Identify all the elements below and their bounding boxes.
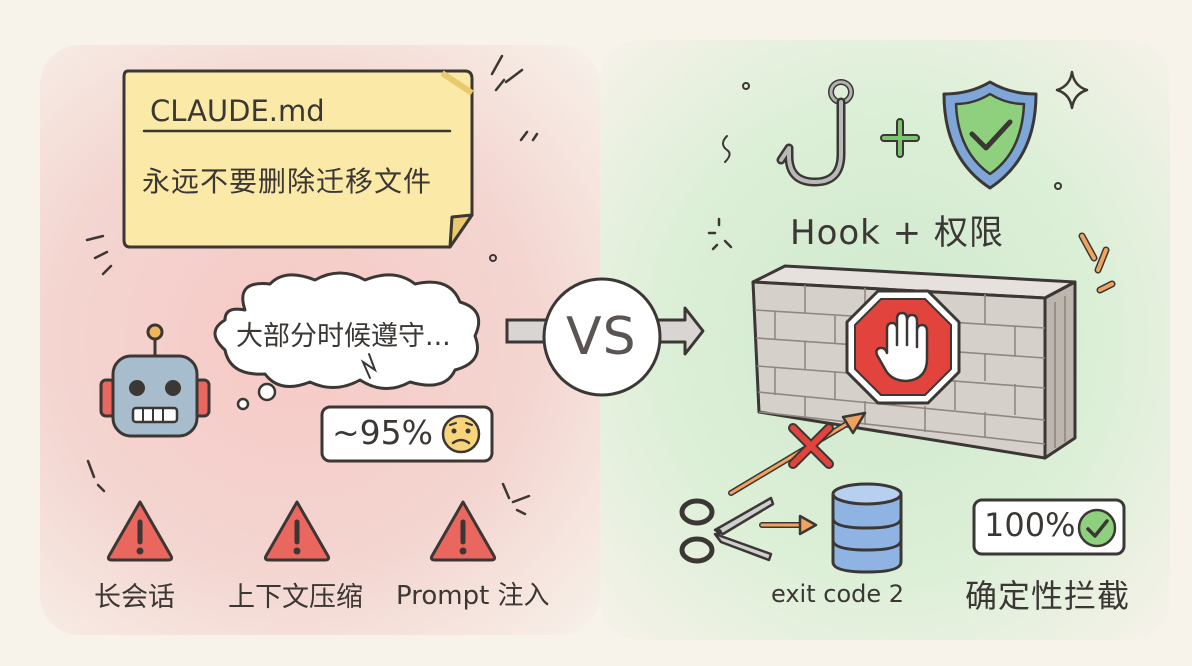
warning-icon bbox=[106, 500, 174, 562]
warning-label-long-session: 长会话 bbox=[94, 582, 175, 613]
sparkle-star-icon bbox=[1055, 70, 1089, 110]
spark-dot-icon bbox=[722, 135, 731, 163]
warning-icon bbox=[263, 500, 331, 562]
scissors-icon bbox=[679, 496, 775, 564]
spark-dot-icon bbox=[519, 130, 539, 142]
spark-marks-icon bbox=[86, 459, 106, 493]
result-label: 确定性拦截 bbox=[965, 577, 1131, 615]
percent-badge-left: ~95% bbox=[332, 413, 433, 452]
vs-label: VS bbox=[566, 307, 637, 367]
exit-code-label: exit code 2 bbox=[771, 580, 905, 608]
warning-label-prompt-injection: Prompt 注入 bbox=[396, 581, 550, 611]
worried-face-icon bbox=[441, 414, 481, 454]
x-mark-icon bbox=[788, 423, 834, 469]
hook-icon bbox=[776, 79, 854, 187]
warning-label-context-compression: 上下文压缩 bbox=[228, 582, 363, 613]
hook-permission-title: Hook + 权限 bbox=[790, 213, 1004, 253]
check-circle-icon bbox=[1077, 508, 1117, 548]
spark-dot-icon bbox=[742, 82, 750, 90]
impact-lines-icon bbox=[1078, 232, 1116, 294]
thought-bubble bbox=[213, 271, 481, 411]
note-title: CLAUDE.md bbox=[150, 94, 325, 128]
shield-check-icon bbox=[942, 80, 1038, 190]
plus-icon bbox=[880, 118, 920, 158]
spark-marks-icon bbox=[85, 234, 113, 276]
vs-circle bbox=[542, 277, 662, 397]
blocked-arrow bbox=[728, 411, 867, 496]
spark-dot-icon bbox=[1054, 182, 1062, 190]
arrow-small-right-icon bbox=[759, 514, 818, 536]
database-icon bbox=[831, 480, 903, 574]
thought-text: 大部分时候遵守... bbox=[236, 321, 451, 352]
warning-icon bbox=[429, 500, 497, 562]
sticky-note bbox=[122, 69, 474, 249]
stop-hand-icon bbox=[845, 289, 961, 405]
spark-marks-icon bbox=[707, 217, 733, 251]
percent-badge-right: 100% bbox=[984, 506, 1076, 544]
spark-dot-icon bbox=[489, 254, 497, 262]
spark-marks-icon bbox=[501, 482, 531, 516]
robot-icon bbox=[99, 323, 211, 438]
sparkle-lines-icon bbox=[490, 54, 524, 92]
note-text: 永远不要删除迁移文件 bbox=[142, 165, 433, 198]
